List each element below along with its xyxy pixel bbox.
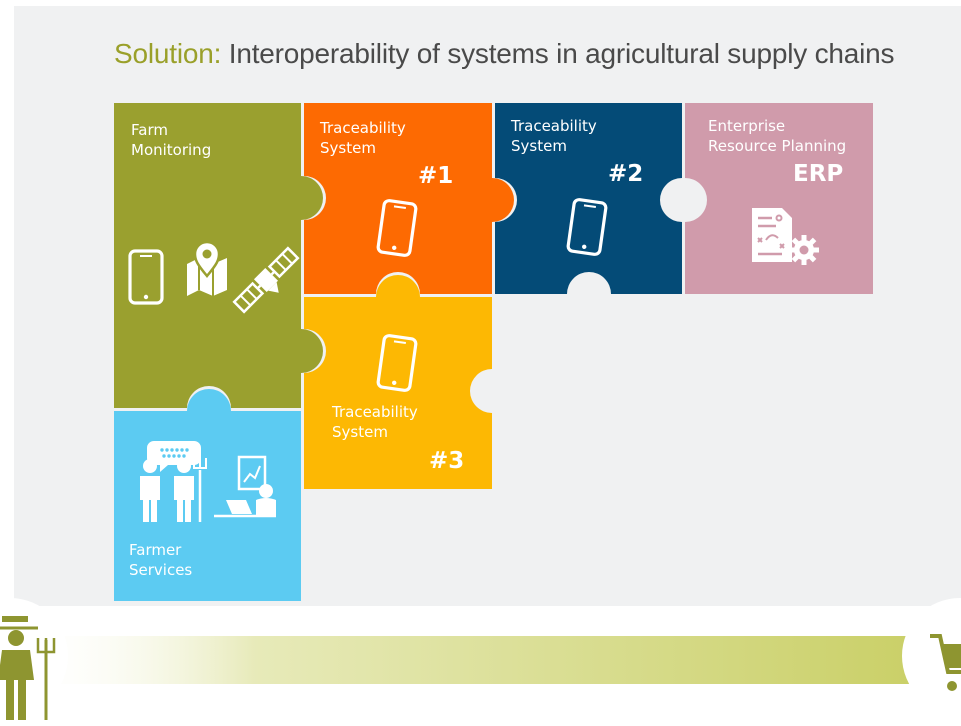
piece-label-line: Farm xyxy=(131,121,168,139)
piece-label-line: Traceability xyxy=(320,119,406,137)
piece-label-line: Enterprise xyxy=(708,117,786,135)
piece-label-line: Monitoring xyxy=(131,141,212,159)
satellite-icon xyxy=(232,246,300,314)
piece-label-line: System xyxy=(320,139,376,157)
piece-label-line: System xyxy=(332,423,388,441)
piece-label-line: Resource Planning xyxy=(708,137,847,155)
puzzle-piece-traceability-3 xyxy=(304,275,492,489)
farmers-chat-icon xyxy=(140,441,207,522)
title-main: Interoperability of systems in agricultu… xyxy=(228,38,895,69)
title-accent: Solution: xyxy=(114,38,222,69)
piece-number: ERP xyxy=(793,161,844,187)
piece-label-line: Services xyxy=(129,561,193,579)
piece-label-line: Traceability xyxy=(511,117,597,135)
piece-number: #2 xyxy=(608,161,644,187)
document-gear-icon xyxy=(752,208,819,265)
footer-bar xyxy=(20,636,961,684)
puzzle-piece-erp xyxy=(685,103,873,294)
piece-label-line: Farmer xyxy=(129,541,182,559)
farmer-icon xyxy=(0,598,68,720)
piece-number: #1 xyxy=(418,163,454,189)
shopping-cart-icon xyxy=(902,598,961,714)
page-title: Solution: Interoperability of systems in… xyxy=(114,38,895,70)
piece-label-line: System xyxy=(511,137,567,155)
map-pin-icon xyxy=(187,240,227,296)
piece-number: #3 xyxy=(429,448,465,474)
laptop-user-chart-icon xyxy=(214,455,276,518)
puzzle-piece-traceability-2 xyxy=(495,103,682,294)
piece-label-line: Traceability xyxy=(332,403,418,421)
puzzle-piece-traceability-1 xyxy=(304,103,514,294)
